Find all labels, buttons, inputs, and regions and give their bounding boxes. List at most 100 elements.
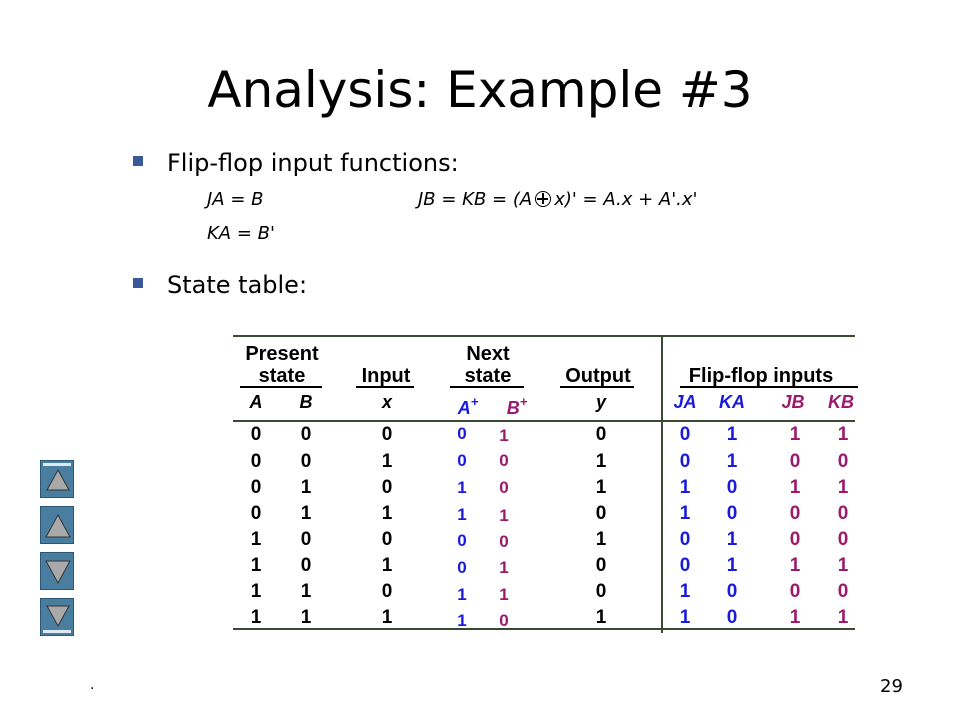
col-header-a-plus-letter: A	[457, 398, 471, 418]
cell-ka: 0	[726, 607, 738, 628]
present-underline	[240, 386, 322, 388]
cell-x: 0	[381, 424, 393, 445]
cell-ja: 0	[679, 529, 691, 550]
cell-y: 0	[595, 503, 607, 524]
cell-ja: 0	[679, 424, 691, 445]
table-top-rule	[233, 335, 855, 337]
cell-jb: 0	[789, 451, 801, 472]
cell-b-plus: 1	[499, 506, 509, 525]
cell-kb: 1	[837, 607, 849, 628]
output-underline	[560, 386, 634, 388]
nav-last-button[interactable]	[40, 598, 74, 636]
cell-a-plus: 0	[457, 531, 467, 550]
cell-jb: 0	[789, 581, 801, 602]
cell-a-plus: 1	[457, 585, 467, 604]
nav-first-button[interactable]	[40, 460, 74, 498]
cell-ka: 0	[726, 477, 738, 498]
next-underline	[450, 386, 524, 388]
header-next-state-1: Next	[466, 343, 510, 365]
cell-y: 0	[595, 581, 607, 602]
cell-y: 1	[595, 607, 607, 628]
cell-x: 1	[381, 607, 393, 628]
cell-ja: 1	[679, 477, 691, 498]
cell-jb: 1	[789, 424, 801, 445]
table-bottom-rule	[233, 628, 855, 630]
table-divider	[661, 335, 663, 633]
ffinputs-underline	[680, 386, 858, 388]
col-header-a: A	[249, 392, 263, 412]
cell-ja: 1	[679, 503, 691, 524]
cell-x: 1	[381, 503, 393, 524]
cell-y: 1	[595, 451, 607, 472]
bullet-text: State table:	[167, 271, 308, 299]
cell-b: 1	[300, 607, 312, 628]
cell-ja: 0	[679, 555, 691, 576]
header-present-state-2: state	[258, 365, 306, 387]
header-output: Output	[565, 365, 631, 387]
bullet-text: Flip-flop input functions:	[167, 149, 459, 177]
cell-x: 1	[381, 555, 393, 576]
cell-a: 1	[250, 555, 262, 576]
previous-slide-icon	[45, 513, 71, 538]
cell-b-plus: 0	[499, 611, 509, 630]
cell-b: 0	[300, 424, 312, 445]
cell-jb: 0	[789, 529, 801, 550]
slide-title: Analysis: Example #3	[207, 61, 753, 119]
cell-a: 1	[250, 581, 262, 602]
col-header-ja: JA	[673, 392, 697, 412]
cell-ka: 0	[726, 503, 738, 524]
next-slide-icon	[45, 560, 71, 585]
col-header-b: B	[299, 392, 313, 412]
nav-previous-button[interactable]	[40, 506, 74, 544]
cell-y: 1	[595, 477, 607, 498]
table-header-rule	[233, 420, 855, 422]
cell-b: 1	[300, 503, 312, 524]
cell-b-plus: 0	[499, 532, 509, 551]
header-flipflop-inputs: Flip-flop inputs	[688, 365, 834, 387]
cell-y: 1	[595, 529, 607, 550]
bullet-marker	[133, 156, 143, 166]
xor-icon	[535, 191, 552, 207]
cell-x: 0	[381, 529, 393, 550]
equation-jb-kb-right: x)' = A.x + A'.x'	[554, 189, 698, 210]
cell-ka: 0	[726, 581, 738, 602]
cell-kb: 0	[837, 529, 849, 550]
cell-a-plus: 0	[457, 558, 467, 577]
col-header-b-plus-letter: B	[506, 398, 520, 418]
first-slide-icon	[46, 468, 70, 491]
col-header-kb: KB	[828, 392, 854, 412]
cell-ja: 1	[679, 607, 691, 628]
cell-jb: 1	[789, 607, 801, 628]
cell-a-plus: 1	[457, 611, 467, 630]
col-header-b-plus: B+	[502, 392, 532, 418]
nav-next-button[interactable]	[40, 552, 74, 590]
nav-bar	[43, 630, 71, 633]
page-number: 29	[880, 676, 903, 697]
cell-b-plus: 1	[499, 558, 509, 577]
cell-a: 0	[250, 451, 262, 472]
cell-kb: 1	[837, 477, 849, 498]
equation-jb-kb-left: JB = KB = (A	[418, 189, 533, 210]
header-input: Input	[361, 365, 411, 387]
cell-x: 0	[381, 581, 393, 602]
nav-bar	[43, 463, 71, 466]
bullet-marker	[133, 278, 143, 288]
equation-ja: JA = B	[207, 189, 264, 210]
cell-b-plus: 1	[499, 585, 509, 604]
cell-a: 0	[250, 503, 262, 524]
header-present-state-1: Present	[245, 343, 319, 365]
cell-ja: 0	[679, 451, 691, 472]
cell-a-plus: 1	[457, 505, 467, 524]
cell-ka: 1	[726, 529, 738, 550]
cell-jb: 1	[789, 477, 801, 498]
cell-b-plus: 1	[499, 426, 509, 445]
cell-x: 0	[381, 477, 393, 498]
col-header-y: y	[595, 392, 606, 412]
cell-kb: 1	[837, 555, 849, 576]
footer-dot: .	[90, 677, 95, 693]
equation-jb-kb: JB = KB = (A x)' = A.x + A'.x'	[418, 189, 697, 211]
cell-jb: 1	[789, 555, 801, 576]
col-header-ka: KA	[719, 392, 745, 412]
input-underline	[356, 386, 414, 388]
